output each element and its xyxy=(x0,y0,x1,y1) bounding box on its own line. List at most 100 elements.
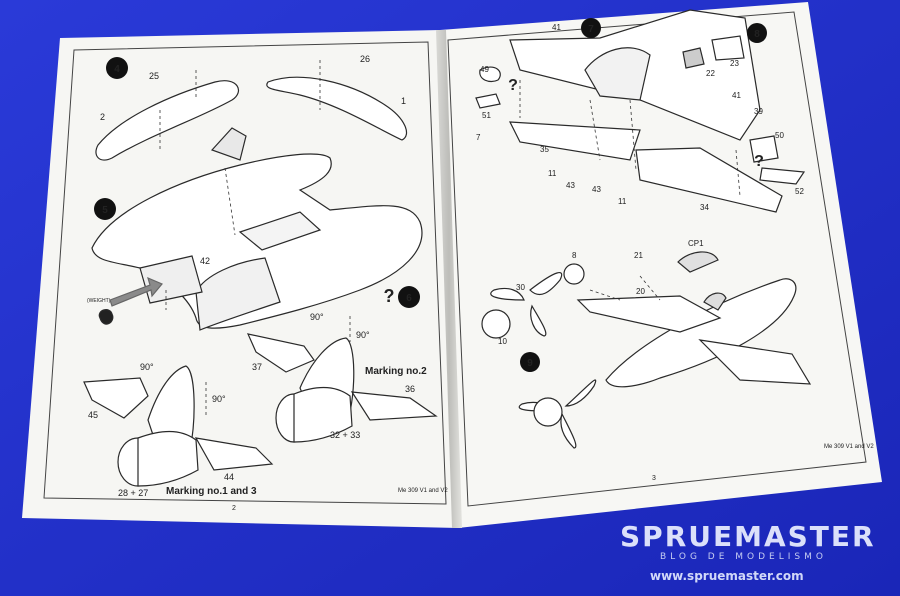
part-number: 37 xyxy=(252,362,262,372)
part-number: 44 xyxy=(224,472,234,482)
part-number: 51 xyxy=(482,111,491,120)
fuselage-half-left xyxy=(95,80,239,161)
part-50 xyxy=(749,135,779,163)
part-number: 30 xyxy=(516,283,525,292)
tailplane-36 xyxy=(350,391,438,421)
part-51 xyxy=(475,93,501,109)
step-badge-7: 7 xyxy=(581,18,601,38)
right-illustrations xyxy=(475,9,812,449)
propeller-blade xyxy=(564,379,597,407)
question-mark-icon: ? xyxy=(508,77,518,94)
part-49 xyxy=(479,66,501,83)
part-number: 41 xyxy=(552,23,561,32)
part-number: 39 xyxy=(754,107,763,116)
part-number: 45 xyxy=(88,410,98,420)
part-number: 32 + 33 xyxy=(330,430,360,440)
flap-23 xyxy=(711,35,745,61)
left-part-numbers: 25 26 2 1 42 45 44 37 36 28 + 27 32 + 33… xyxy=(87,54,415,498)
step-number-9: 9 xyxy=(527,358,533,369)
part-number: 1 xyxy=(401,96,406,106)
spinner-step9 xyxy=(533,397,563,427)
part-number: 10 xyxy=(498,337,507,346)
step-badge-8: 8 xyxy=(747,23,767,43)
aircraft-canopy xyxy=(703,292,727,311)
propeller-blade xyxy=(560,412,577,449)
step-badge-5: 5 xyxy=(94,198,116,220)
lower-wing-34 xyxy=(635,147,783,213)
part-number: 20 xyxy=(636,287,645,296)
guide-lines-left xyxy=(159,60,351,418)
marking-caption-2: Marking no.2 xyxy=(365,366,427,377)
part-8 xyxy=(563,263,585,285)
part-52 xyxy=(759,167,806,185)
part-number: CP1 xyxy=(688,239,704,248)
part-number: 11 xyxy=(618,197,627,206)
part-number: 7 xyxy=(476,133,481,142)
guide-lines-right xyxy=(519,80,741,301)
part-number: 23 xyxy=(730,59,739,68)
part-number: 43 xyxy=(592,185,601,194)
part-number: 42 xyxy=(200,256,210,266)
left-step-markers: 4 5 6 ? xyxy=(94,57,420,308)
right-part-numbers: 41 49 51 7 35 11 43 43 11 22 23 41 39 50… xyxy=(476,23,804,346)
part-number: 36 xyxy=(405,384,415,394)
engine-cowling-left xyxy=(195,257,281,331)
step-badge-6: 6 xyxy=(398,286,420,308)
cockpit-seat xyxy=(210,127,247,161)
step-number-8: 8 xyxy=(754,29,760,40)
right-page-number: 3 xyxy=(652,475,656,482)
part-number: 11 xyxy=(548,169,557,178)
left-page-number: 2 xyxy=(232,505,236,512)
part-number: 49 xyxy=(480,65,489,74)
booklet-spine xyxy=(436,30,462,528)
assembly-arrow xyxy=(109,276,163,307)
part-number: 25 xyxy=(149,71,159,81)
nose-weight xyxy=(98,309,114,325)
engine-body-right xyxy=(293,386,353,443)
engine-body-left xyxy=(137,430,199,487)
part-number: 41 xyxy=(732,91,741,100)
right-footer-model: Me 309 V1 and V2 xyxy=(824,444,874,450)
step-number-7: 7 xyxy=(588,24,594,35)
marking-caption-1-3: Marking no.1 and 3 xyxy=(166,486,257,497)
aircraft-wing-right xyxy=(698,339,812,385)
cockpit-floor xyxy=(238,211,322,251)
part-number: 43 xyxy=(566,181,575,190)
propeller-blade xyxy=(529,272,563,295)
left-footer-model: Me 309 V1 and V2 xyxy=(398,488,448,494)
step-number-6: 6 xyxy=(406,293,412,304)
question-mark-icon: ? xyxy=(754,153,764,170)
part-number: 21 xyxy=(634,251,643,260)
fuselage-half-right xyxy=(266,76,407,141)
tailplane-45 xyxy=(83,377,149,419)
angle-label: 90° xyxy=(212,394,226,404)
fuselage-top xyxy=(584,47,651,101)
part-number: 8 xyxy=(572,251,577,260)
part-number: 26 xyxy=(360,54,370,64)
part-number: 50 xyxy=(775,131,784,140)
part-number: 34 xyxy=(700,203,709,212)
lower-wing-35 xyxy=(508,121,641,161)
angle-label: 90° xyxy=(310,312,324,322)
aircraft-wing-left xyxy=(576,295,722,333)
watermark-subtitle: BLOG DE MODELISMO xyxy=(660,552,827,562)
part-number: 52 xyxy=(795,187,804,196)
canopy-cp1 xyxy=(677,251,719,273)
watermark-title: SPRUEMASTER xyxy=(620,520,876,553)
part-number: 2 xyxy=(100,112,105,122)
left-illustrations xyxy=(83,60,438,487)
left-page-frame xyxy=(43,41,447,505)
part-number: 28 + 27 xyxy=(118,488,148,498)
step-badge-9: 9 xyxy=(520,352,540,372)
tailplane-37 xyxy=(246,333,315,373)
radiator-22 xyxy=(682,47,705,69)
angle-label: 90° xyxy=(140,362,154,372)
angle-label: 90° xyxy=(356,330,370,340)
spinner-10 xyxy=(481,309,511,339)
part-number: 22 xyxy=(706,69,715,78)
tailplane-44 xyxy=(194,437,274,471)
watermark-url: www.spruemaster.com xyxy=(650,569,804,583)
part-number: 35 xyxy=(540,145,549,154)
step-number-4: 4 xyxy=(114,64,120,75)
